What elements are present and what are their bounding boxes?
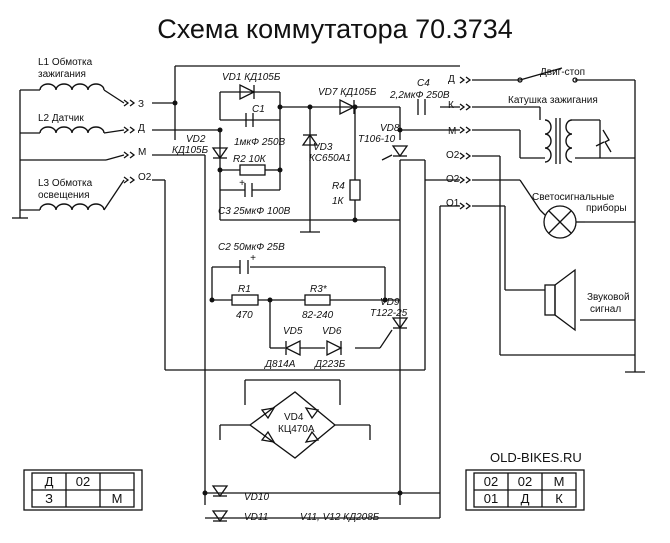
c4-label: C4 <box>417 78 430 89</box>
c3-plus: + <box>239 178 245 189</box>
horn-sublabel: сигнал <box>590 304 621 315</box>
connector-left-cell: 02 <box>76 474 90 489</box>
pin-m-right: М <box>448 126 456 137</box>
connector-right-cell: К <box>555 491 563 506</box>
horn-label: Звуковой <box>587 292 630 303</box>
lights-lamp-icon <box>539 205 585 239</box>
connector-right-cell: М <box>554 474 565 489</box>
capacitor-c1: C1 1мкФ 250В <box>234 104 286 148</box>
vd6-type: Д223Б <box>314 359 346 370</box>
resistor-r2: R2 10К <box>233 154 267 176</box>
connector-right-cell: 02 <box>518 474 532 489</box>
pin-d-left: Д <box>138 123 145 134</box>
pin-k-right: К <box>448 100 454 111</box>
coil-l2-label: L2 Датчик <box>38 113 84 124</box>
vd3-type: КС650А1 <box>309 153 351 164</box>
coil-l1-sublabel: зажигания <box>38 69 86 80</box>
pin-z-left: З <box>138 99 144 110</box>
connector-right-cell: 02 <box>484 474 498 489</box>
pin-o2b-right: О2 <box>446 174 460 185</box>
kill-switch: Двиг-стоп <box>517 67 585 83</box>
vd11-vd12-type: V11, V12 КД208Б <box>300 512 380 523</box>
vd9-type: Т122-25 <box>370 308 408 319</box>
horn-speaker-icon <box>544 268 576 332</box>
r1-label: R1 <box>238 284 251 295</box>
pin-o2a-right: О2 <box>446 150 460 161</box>
connector-right-cell: Д <box>521 491 530 506</box>
pin-d-right: Д <box>448 74 455 85</box>
zener-vd5: VD5 Д814А <box>264 326 325 370</box>
diode-vd6: VD6 Д223Б <box>314 326 346 370</box>
ignition-coil: Катушка зажигания <box>508 95 601 164</box>
resistor-r1: R1 470 <box>231 284 259 321</box>
spark-plug-icon <box>595 129 612 153</box>
c4-value: 2,2мкФ 250В <box>389 90 450 101</box>
connector-left-cell: Д <box>45 474 54 489</box>
site-watermark: OLD-BIKES.RU <box>490 450 582 465</box>
connector-left-cell: З <box>45 491 53 506</box>
diode-vd1: VD1 КД105Б <box>222 72 281 101</box>
capacitor-c2: + C2 50мкФ 25В <box>218 242 285 274</box>
vd9-label: VD9 <box>380 297 400 308</box>
bridge-vd4: VD4 КЦ470А <box>248 391 337 459</box>
vd7-label: VD7 КД105Б <box>318 87 377 98</box>
connector-right-cell: 01 <box>484 491 498 506</box>
r4-label: R4 <box>332 181 345 192</box>
vd3-label: VD3 <box>313 142 333 153</box>
vd8-label: VD8 <box>380 123 400 134</box>
capacitor-c4: C4 2,2мкФ 250В <box>389 78 450 115</box>
lights-label: Светосигнальные <box>532 192 615 203</box>
vd5-label: VD5 <box>283 326 303 337</box>
coil-l1: L1 Обмотка зажигания <box>20 56 125 104</box>
vd6-label: VD6 <box>322 326 342 337</box>
coil-l2: L2 Датчик <box>20 113 125 134</box>
c1-value: 1мкФ 250В <box>234 137 286 148</box>
vd4-label: VD4 <box>284 412 304 423</box>
ignition-coil-label: Катушка зажигания <box>508 95 598 106</box>
zener-vd3: VD3 КС650А1 <box>301 133 351 164</box>
c1-label: C1 <box>252 104 265 115</box>
pin-o1-right: О1 <box>446 198 460 209</box>
r4-value: 1К <box>332 196 345 207</box>
pin-o2-left: О2 <box>138 172 152 183</box>
capacitor-c3: + C3 25мкФ 100В <box>218 178 291 217</box>
diode-vd11: VD11 V11, V12 КД208Б <box>211 510 380 523</box>
resistor-r4: R4 1К <box>332 179 361 207</box>
connector-left-cell: М <box>112 491 123 506</box>
vd10-label: VD10 <box>244 492 269 503</box>
pin-m-left: М <box>138 147 146 158</box>
kill-switch-label: Двиг-стоп <box>540 67 585 78</box>
coil-l1-label: L1 Обмотка <box>38 56 93 68</box>
connector-right: 02 02 М 01 Д К <box>465 469 585 511</box>
resistor-r3: R3* 82-240 <box>302 284 334 321</box>
c2-label: C2 50мкФ 25В <box>218 242 285 253</box>
vd11-label: VD11 <box>244 512 268 523</box>
vd5-type: Д814А <box>264 359 296 370</box>
coil-l3-label: L3 Обмотка <box>38 177 93 189</box>
coil-l3-sublabel: освещения <box>38 190 90 201</box>
lights-sublabel: приборы <box>586 202 627 214</box>
r2-label: R2 10К <box>233 154 267 165</box>
r3-label: R3* <box>310 284 328 295</box>
thyristor-vd8: VD8 Т106-10 <box>358 123 409 161</box>
diode-vd7: VD7 КД105Б <box>318 87 377 116</box>
page-title: Схема коммутатора 70.3734 <box>157 14 513 44</box>
vd4-type: КЦ470А <box>278 424 315 435</box>
r3-value: 82-240 <box>302 310 334 321</box>
thyristor-vd9: VD9 Т122-25 <box>370 297 409 330</box>
coil-l3: L3 Обмотка освещения <box>20 177 125 211</box>
c3-label: C3 25мкФ 100В <box>218 206 291 217</box>
diode-vd2: VD2 КД105Б <box>172 134 229 160</box>
c2-plus: + <box>250 253 256 264</box>
diode-vd10: VD10 <box>211 485 269 503</box>
vd1-label: VD1 КД105Б <box>222 72 281 83</box>
vd2-type: КД105Б <box>172 145 209 156</box>
r1-value: 470 <box>236 310 253 321</box>
connector-left: Д 02 З М <box>23 469 143 511</box>
vd8-type: Т106-10 <box>358 134 396 145</box>
vd2-label: VD2 <box>186 134 206 145</box>
